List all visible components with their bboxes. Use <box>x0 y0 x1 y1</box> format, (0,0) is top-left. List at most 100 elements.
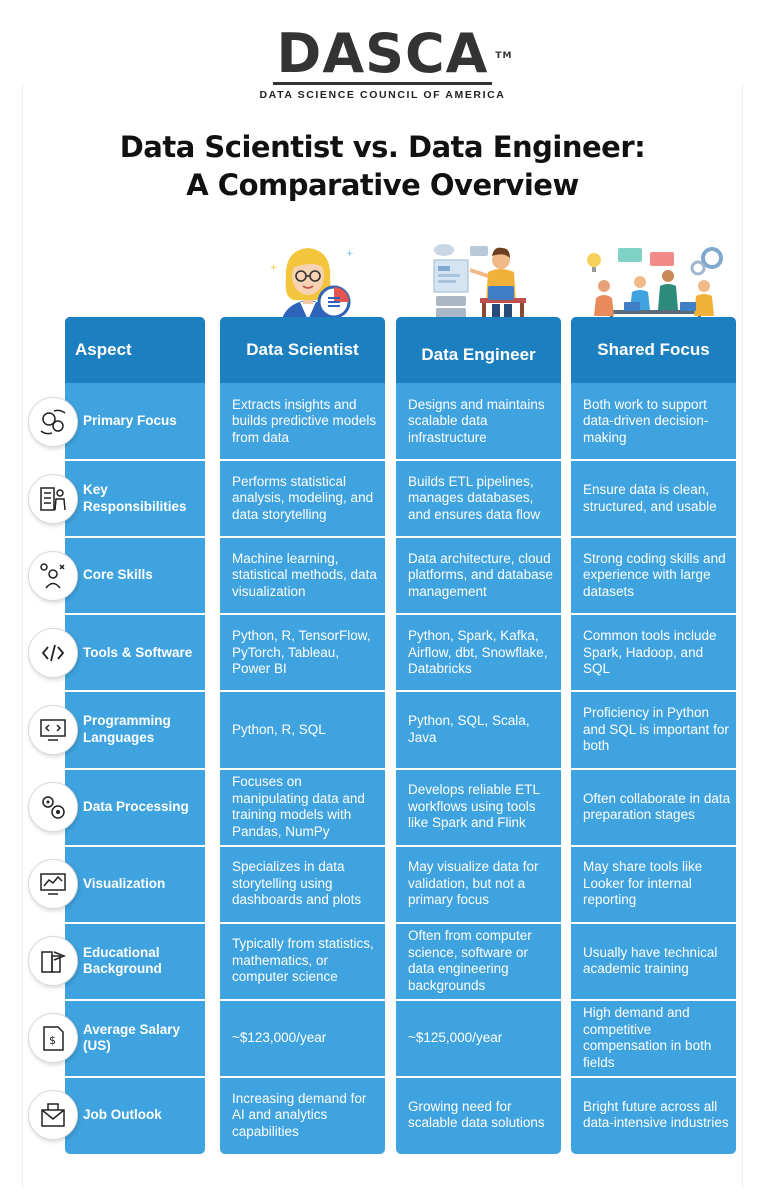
row-divider <box>396 690 561 693</box>
row-divider <box>65 767 205 770</box>
engineer-cell: Data architecture, cloud platforms, and … <box>408 550 553 599</box>
title-line-2: A Comparative Overview <box>186 168 579 202</box>
books-graduation-icon <box>28 936 78 987</box>
code-monitor-icon <box>28 704 78 755</box>
row-divider <box>220 459 385 462</box>
header-aspect: Aspect <box>65 317 205 383</box>
svg-text:+: + <box>270 263 278 273</box>
engineer-cell: Growing need for scalable data solutions <box>408 1098 545 1131</box>
row-divider <box>396 921 561 924</box>
row-divider <box>396 1075 561 1078</box>
aspect-cell: Average Salary (US) <box>83 1021 181 1054</box>
shared-cell: Proficiency in Python and SQL is importa… <box>583 705 729 754</box>
row-divider <box>571 459 736 462</box>
scientist-cell: Performs statistical analysis, modeling,… <box>232 473 374 522</box>
aspect-cell: Tools & Software <box>83 644 193 660</box>
row-divider <box>571 921 736 924</box>
row-divider <box>571 536 736 539</box>
page-frame <box>22 84 743 1189</box>
row-divider <box>65 844 205 847</box>
logo-name: DASCA <box>276 22 489 85</box>
aspect-cell: Primary Focus <box>83 413 177 429</box>
checklist-person-icon <box>28 473 78 524</box>
scientist-cell: Focuses on manipulating data and trainin… <box>232 774 365 839</box>
svg-text:+: + <box>346 249 354 259</box>
row-divider <box>220 998 385 1001</box>
header-shared-focus: Shared Focus <box>571 317 736 383</box>
engineer-cell: Designs and maintains scalable data infr… <box>408 396 545 445</box>
row-divider <box>571 767 736 770</box>
engineer-cell: Python, Spark, Kafka, Airflow, dbt, Snow… <box>408 628 548 677</box>
column-data-engineer <box>396 317 561 1154</box>
row-divider <box>220 690 385 693</box>
aspect-cell: Data Processing <box>83 798 189 814</box>
envelope-outlook-icon <box>28 1090 78 1141</box>
row-divider <box>65 459 205 462</box>
salary-document-icon: $ <box>28 1013 78 1064</box>
row-divider <box>396 459 561 462</box>
engineer-cell: Python, SQL, Scala, Java <box>408 713 530 745</box>
engineer-cell: Often from computer science, software or… <box>408 928 532 993</box>
scientist-cell: Extracts insights and builds predictive … <box>232 396 377 445</box>
shared-cell: High demand and competitive compensation… <box>583 1005 712 1070</box>
header-data-engineer: Data Engineer <box>396 317 561 383</box>
aspect-cell: Key Responsibilities <box>83 482 187 514</box>
column-data-scientist <box>220 317 385 1154</box>
page-title: Data Scientist vs. Data Engineer: A Comp… <box>0 128 765 204</box>
row-divider <box>396 613 561 616</box>
scientist-cell: Typically from statistics, mathematics, … <box>232 936 374 985</box>
row-divider <box>396 998 561 1001</box>
shared-cell: Strong coding skills and experience with… <box>583 550 726 599</box>
logo-trademark: TM <box>495 51 513 61</box>
row-divider <box>220 1075 385 1078</box>
row-divider <box>396 844 561 847</box>
row-divider <box>571 998 736 1001</box>
row-divider <box>220 844 385 847</box>
scientist-cell: Increasing demand for AI and analytics c… <box>232 1090 367 1139</box>
skills-person-icon <box>28 550 78 601</box>
row-divider <box>65 613 205 616</box>
gears-process-icon <box>28 782 78 833</box>
scientist-cell: Specializes in data storytelling using d… <box>232 859 362 908</box>
row-divider <box>571 844 736 847</box>
engineer-cell: Builds ETL pipelines, manages databases,… <box>408 473 541 522</box>
column-aspect <box>65 317 205 1154</box>
aspect-cell: Programming Languages <box>83 713 171 745</box>
shared-cell: Usually have technical academic training <box>583 944 718 977</box>
engineer-cell: ~$125,000/year <box>408 1030 503 1046</box>
row-divider <box>220 536 385 539</box>
row-divider <box>65 690 205 693</box>
row-divider <box>571 690 736 693</box>
scientist-cell: Python, R, SQL <box>232 721 326 737</box>
row-divider <box>396 767 561 770</box>
row-divider <box>396 536 561 539</box>
scientist-cell: ~$123,000/year <box>232 1030 327 1046</box>
dasca-logo: DASCA TM DATA SCIENCE COUNCIL OF AMERICA <box>0 27 765 102</box>
shared-cell: Both work to support data-driven decisio… <box>583 396 709 445</box>
shared-cell: Bright future across all data-intensive … <box>583 1098 729 1131</box>
row-divider <box>65 536 205 539</box>
shared-cell: Often collaborate in data preparation st… <box>583 790 731 823</box>
logo-wordmark: DASCA TM <box>272 27 511 85</box>
chart-monitor-icon <box>28 859 78 910</box>
column-shared-focus <box>571 317 736 1154</box>
svg-text:$: $ <box>49 1034 56 1047</box>
brain-gears-icon <box>28 396 78 447</box>
aspect-cell: Core Skills <box>83 567 153 583</box>
scientist-cell: Machine learning, statistical methods, d… <box>232 550 377 599</box>
shared-cell: May share tools like Looker for internal… <box>583 859 703 908</box>
engineer-cell: Develops reliable ETL workflows using to… <box>408 782 540 831</box>
row-divider <box>65 1075 205 1078</box>
aspect-cell: Visualization <box>83 875 166 891</box>
row-divider <box>220 767 385 770</box>
logo-subtitle: DATA SCIENCE COUNCIL OF AMERICA <box>259 89 506 101</box>
shared-cell: Ensure data is clean, structured, and us… <box>583 482 717 514</box>
row-divider <box>220 613 385 616</box>
code-wrench-icon <box>28 627 78 678</box>
title-line-1: Data Scientist vs. Data Engineer: <box>119 130 646 164</box>
aspect-cell: Job Outlook <box>83 1107 162 1123</box>
header-data-scientist: Data Scientist <box>220 317 385 383</box>
row-divider <box>220 921 385 924</box>
row-divider <box>65 921 205 924</box>
row-divider <box>65 998 205 1001</box>
